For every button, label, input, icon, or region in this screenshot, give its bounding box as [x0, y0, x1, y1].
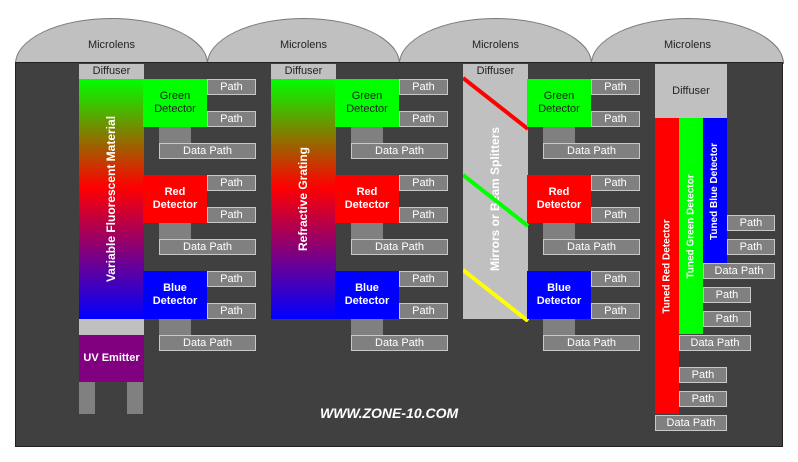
path-box: Path	[207, 207, 256, 223]
red-detector-2: Red Detector	[335, 175, 399, 223]
connector	[543, 127, 575, 143]
path-box: Path	[727, 215, 775, 231]
tuned-red-detector: Tuned Red Detector	[655, 118, 679, 414]
red-mirror	[463, 76, 529, 131]
refractive-grating: Refractive Grating	[271, 79, 336, 319]
path-box: Path	[399, 303, 448, 319]
path-box: Path	[207, 175, 256, 191]
microlens-1: Microlens	[15, 18, 208, 64]
green-mirror	[463, 173, 529, 228]
path-box: Path	[399, 111, 448, 127]
data-path-box: Data Path	[351, 143, 448, 159]
uv-leg-left	[79, 382, 95, 414]
diffuser-1: Diffuser	[79, 64, 144, 79]
data-path-box: Data Path	[351, 239, 448, 255]
microlens-label: Microlens	[279, 39, 328, 51]
green-detector-1: Green Detector	[143, 79, 207, 127]
path-box: Path	[591, 271, 640, 287]
microlens-label: Microlens	[87, 39, 136, 51]
connector	[351, 223, 383, 239]
data-path-box: Data Path	[351, 335, 448, 351]
green-detector-3: Green Detector	[527, 79, 591, 127]
microlens-4: Microlens	[591, 18, 784, 64]
fluorescent-material: Variable Fluorescent Material	[79, 79, 144, 319]
path-box: Path	[207, 111, 256, 127]
uv-leg-right	[127, 382, 143, 414]
path-box: Path	[399, 175, 448, 191]
data-path-box: Data Path	[543, 143, 640, 159]
data-path-box: Data Path	[543, 335, 640, 351]
path-box: Path	[591, 79, 640, 95]
tuned-blue-detector: Tuned Blue Detector	[703, 118, 727, 264]
data-path-box: Data Path	[679, 335, 751, 351]
connector	[543, 319, 575, 335]
diffuser-2: Diffuser	[271, 64, 336, 79]
green-detector-2: Green Detector	[335, 79, 399, 127]
data-path-box: Data Path	[159, 335, 256, 351]
red-detector-3: Red Detector	[527, 175, 591, 223]
path-box: Path	[591, 175, 640, 191]
path-box: Path	[679, 367, 727, 383]
connector	[159, 223, 191, 239]
path-box: Path	[399, 207, 448, 223]
path-box: Path	[679, 391, 727, 407]
diffuser-3: Diffuser	[463, 64, 528, 79]
connector	[159, 127, 191, 143]
uv-emitter: UV Emitter	[79, 335, 144, 382]
path-box: Path	[703, 311, 751, 327]
data-path-box: Data Path	[543, 239, 640, 255]
microlens-3: Microlens	[399, 18, 592, 64]
connector	[543, 223, 575, 239]
uv-separator	[79, 319, 144, 335]
mirror-lines	[463, 76, 529, 322]
yellow-mirror	[463, 268, 529, 322]
data-path-box: Data Path	[159, 143, 256, 159]
connector	[351, 127, 383, 143]
path-box: Path	[591, 207, 640, 223]
data-path-box: Data Path	[703, 263, 775, 279]
path-box: Path	[399, 271, 448, 287]
microlens-label: Microlens	[663, 39, 712, 51]
blue-detector-3: Blue Detector	[527, 271, 591, 319]
connector	[159, 319, 191, 335]
path-box: Path	[727, 239, 775, 255]
path-box: Path	[591, 303, 640, 319]
data-path-box: Data Path	[159, 239, 256, 255]
microlens-label: Microlens	[471, 39, 520, 51]
blue-detector-2: Blue Detector	[335, 271, 399, 319]
tuned-green-detector: Tuned Green Detector	[679, 118, 703, 334]
data-path-box: Data Path	[655, 415, 727, 431]
red-detector-1: Red Detector	[143, 175, 207, 223]
path-box: Path	[207, 271, 256, 287]
path-box: Path	[591, 111, 640, 127]
microlens-2: Microlens	[207, 18, 400, 64]
path-box: Path	[207, 303, 256, 319]
path-box: Path	[207, 79, 256, 95]
path-box: Path	[703, 287, 751, 303]
path-box: Path	[399, 79, 448, 95]
diffuser-4: Diffuser	[655, 64, 727, 118]
watermark-url: WWW.ZONE-10.COM	[320, 405, 459, 421]
blue-detector-1: Blue Detector	[143, 271, 207, 319]
connector	[351, 319, 383, 335]
